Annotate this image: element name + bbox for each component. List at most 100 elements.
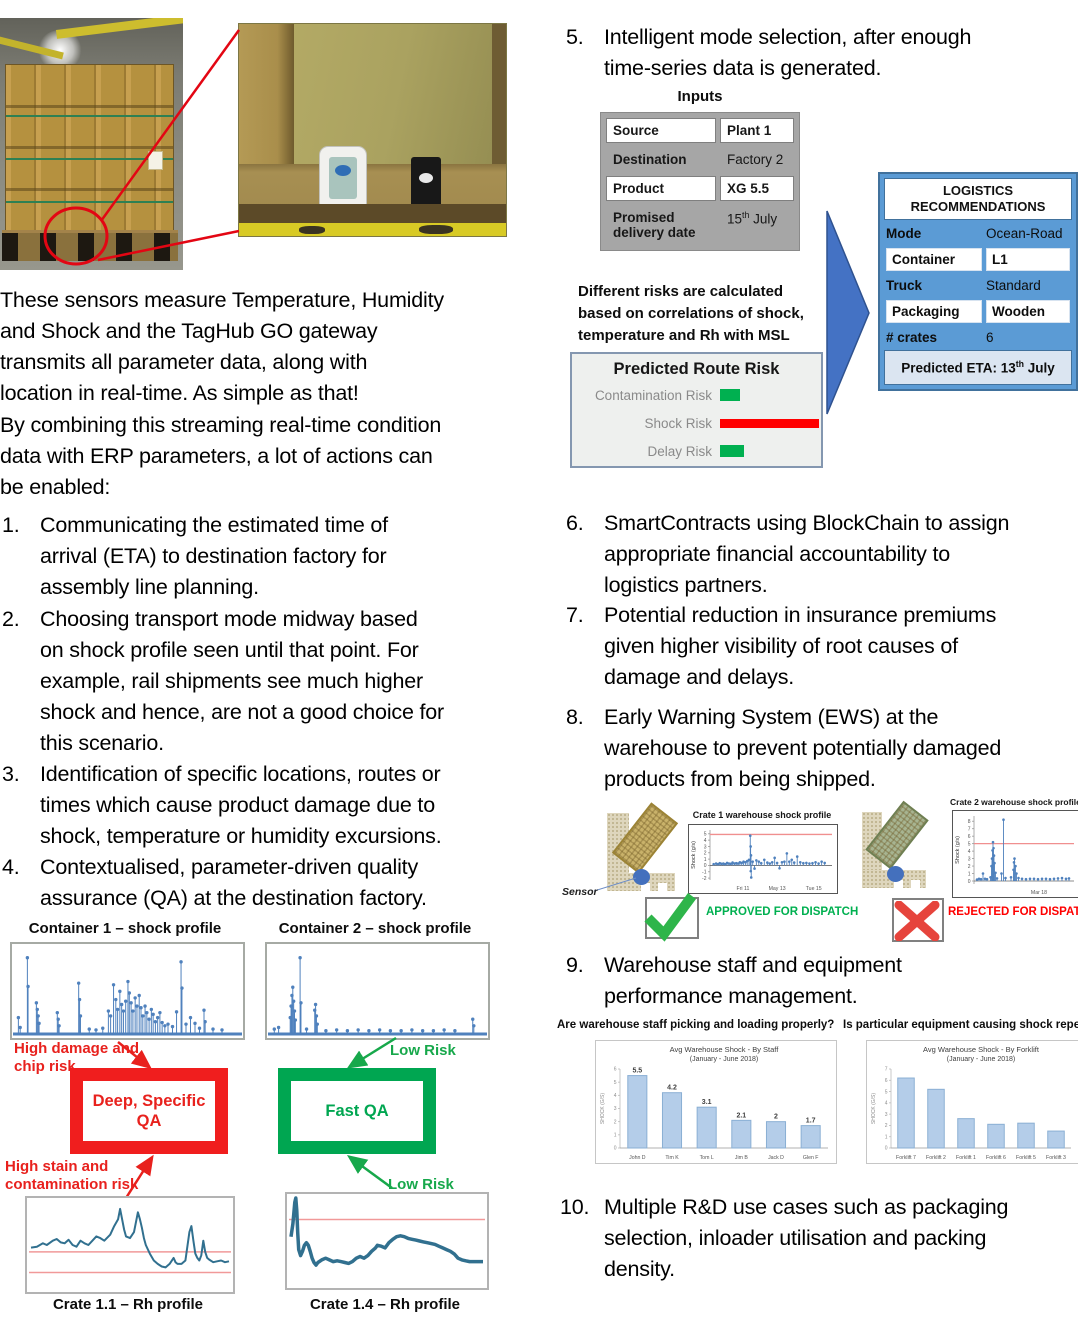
crate-base (239, 204, 506, 223)
green-strap (6, 157, 173, 160)
risk-bar (720, 418, 819, 428)
crate-rail (6, 187, 173, 191)
input-label: Promised delivery date (613, 210, 696, 240)
warehouse2-chart-title: Crate 2 warehouse shock profile (950, 797, 1078, 807)
item-number: 8. (566, 705, 584, 729)
svg-text:5: 5 (885, 1089, 888, 1095)
green-strap (6, 114, 173, 117)
logistics-title: LOGISTICS RECOMMENDATIONS (884, 178, 1072, 220)
svg-text:1: 1 (968, 871, 971, 877)
svg-text:5: 5 (968, 841, 971, 847)
logistics-value: L1 (986, 248, 1070, 271)
svg-text:0: 0 (968, 879, 971, 885)
intro-paragraph: These sensors measure Temperature, Humid… (0, 288, 444, 405)
rejected-status-text: REJECTED FOR DISPATCH (948, 906, 1078, 918)
logistics-value: Standard (986, 278, 1041, 293)
wall-notch (641, 883, 650, 891)
svg-text:0: 0 (704, 863, 707, 869)
logistics-label: Truck (886, 278, 923, 293)
svg-text:Avg Warehouse Shock - By Forkl: Avg Warehouse Shock - By Forklift (923, 1045, 1040, 1054)
input-label: Source (606, 118, 716, 143)
logistics-label: Container (886, 248, 982, 271)
input-value: Plant 1 (720, 118, 794, 143)
svg-text:Forklift 5: Forklift 5 (1016, 1155, 1036, 1161)
risk-row-shock: Shock Risk (572, 411, 821, 435)
high-stain-risk-label: High stain and contamination risk (5, 1158, 139, 1193)
svg-text:Forklift 7: Forklift 7 (896, 1155, 916, 1161)
svg-text:1.7: 1.7 (806, 1118, 816, 1125)
logistics-value: 6 (986, 330, 994, 345)
svg-text:8: 8 (968, 819, 971, 825)
svg-text:May 13: May 13 (769, 886, 786, 892)
list-item-2: 2. Choosing transport mode midway based … (2, 604, 502, 759)
svg-text:Shock (g/s): Shock (g/s) (955, 836, 961, 864)
sensor-dot-icon (633, 869, 650, 885)
svg-text:1: 1 (704, 857, 707, 863)
input-label: Destination (613, 152, 687, 167)
crate-rail (6, 146, 173, 150)
device-logo (335, 165, 351, 176)
svg-text:(January - June 2018): (January - June 2018) (947, 1056, 1015, 1063)
risk-label: Delay Risk (647, 443, 712, 459)
list-item-9: 9. Warehouse staff and equipment perform… (566, 950, 1078, 1012)
svg-text:SHOCK (G/S): SHOCK (G/S) (600, 1093, 606, 1124)
item-text: Warehouse staff and equipment performanc… (604, 953, 902, 1008)
item-number: 4. (2, 855, 20, 879)
container2-shock-chart (265, 942, 490, 1040)
list-item-3: 3. Identification of specific locations,… (2, 759, 502, 852)
svg-text:Forklift 1: Forklift 1 (956, 1155, 976, 1161)
crate11-rh-chart (25, 1196, 235, 1294)
svg-text:1: 1 (885, 1134, 888, 1140)
list-item-7: 7. Potential reduction in insurance prem… (566, 600, 1078, 693)
svg-text:Tom L: Tom L (700, 1155, 714, 1161)
item-text: Identification of specific locations, ro… (40, 762, 442, 848)
svg-text:John D: John D (629, 1155, 646, 1161)
svg-text:Tue 15: Tue 15 (806, 886, 822, 892)
sensor-dot-icon (887, 866, 904, 882)
svg-text:SHOCK (G/S): SHOCK (G/S) (871, 1093, 877, 1124)
logistics-row-packaging: Packaging Wooden (884, 298, 1072, 325)
wood-beam (239, 24, 294, 164)
risk-bar (720, 445, 744, 457)
list-item-10: 10. Multiple R&D use cases such as packa… (560, 1192, 1078, 1285)
svg-text:Fri 11: Fri 11 (737, 886, 750, 892)
logistics-label: Mode (886, 226, 922, 241)
warehouse1-chart-title: Crate 1 warehouse shock profile (692, 810, 832, 820)
inputs-title: Inputs (677, 88, 723, 105)
risk-row-contamination: Contamination Risk (572, 383, 821, 407)
wall-notch (894, 880, 903, 888)
staff-question-heading: Are warehouse staff picking and loading … (557, 1019, 835, 1031)
list-item-5: 5. Intelligent mode selection, after eno… (566, 22, 1078, 84)
svg-text:4: 4 (885, 1101, 888, 1107)
inputs-row-promised-date: Promised delivery date 15th July (606, 205, 794, 245)
equipment-question-heading: Is particular equipment causing shock re… (843, 1019, 1078, 1031)
item-number: 2. (2, 607, 20, 631)
svg-text:Jim B: Jim B (735, 1155, 749, 1161)
x-icon (894, 901, 940, 941)
container1-shock-chart (10, 942, 245, 1040)
wooden-crate-front (5, 64, 174, 232)
item-text: Multiple R&D use cases such as packaging… (604, 1195, 1009, 1281)
low-risk-label-bottom: Low Risk (388, 1176, 454, 1193)
item-number: 6. (566, 511, 584, 535)
input-label: Product (606, 176, 716, 201)
route-risk-title: Predicted Route Risk (613, 360, 780, 378)
inputs-table: Source Plant 1 Destination Factory 2 Pro… (600, 112, 800, 251)
logistics-recommendations-table: LOGISTICS RECOMMENDATIONS Mode Ocean-Roa… (878, 172, 1078, 391)
svg-text:6: 6 (885, 1078, 888, 1084)
svg-text:6: 6 (614, 1067, 617, 1073)
forklift-shock-bar-chart: Avg Warehouse Shock - By Forklift (Januar… (866, 1040, 1078, 1164)
svg-text:5: 5 (614, 1080, 617, 1086)
logistics-label: Packaging (886, 300, 982, 323)
shock-sensor-device (411, 157, 441, 207)
floor-mark (299, 226, 325, 234)
pallet (2, 230, 178, 261)
fast-qa-box: Fast QA (278, 1068, 436, 1154)
wall-notch (911, 880, 920, 888)
deep-specific-qa-box: Deep, Specific QA (70, 1068, 228, 1154)
svg-text:4: 4 (614, 1093, 617, 1099)
svg-text:Tim K: Tim K (665, 1155, 679, 1161)
list-item-8: 8. Early Warning System (EWS) at the war… (566, 702, 1078, 795)
input-value: Factory 2 (727, 152, 784, 167)
risk-row-delay: Delay Risk (572, 439, 821, 463)
